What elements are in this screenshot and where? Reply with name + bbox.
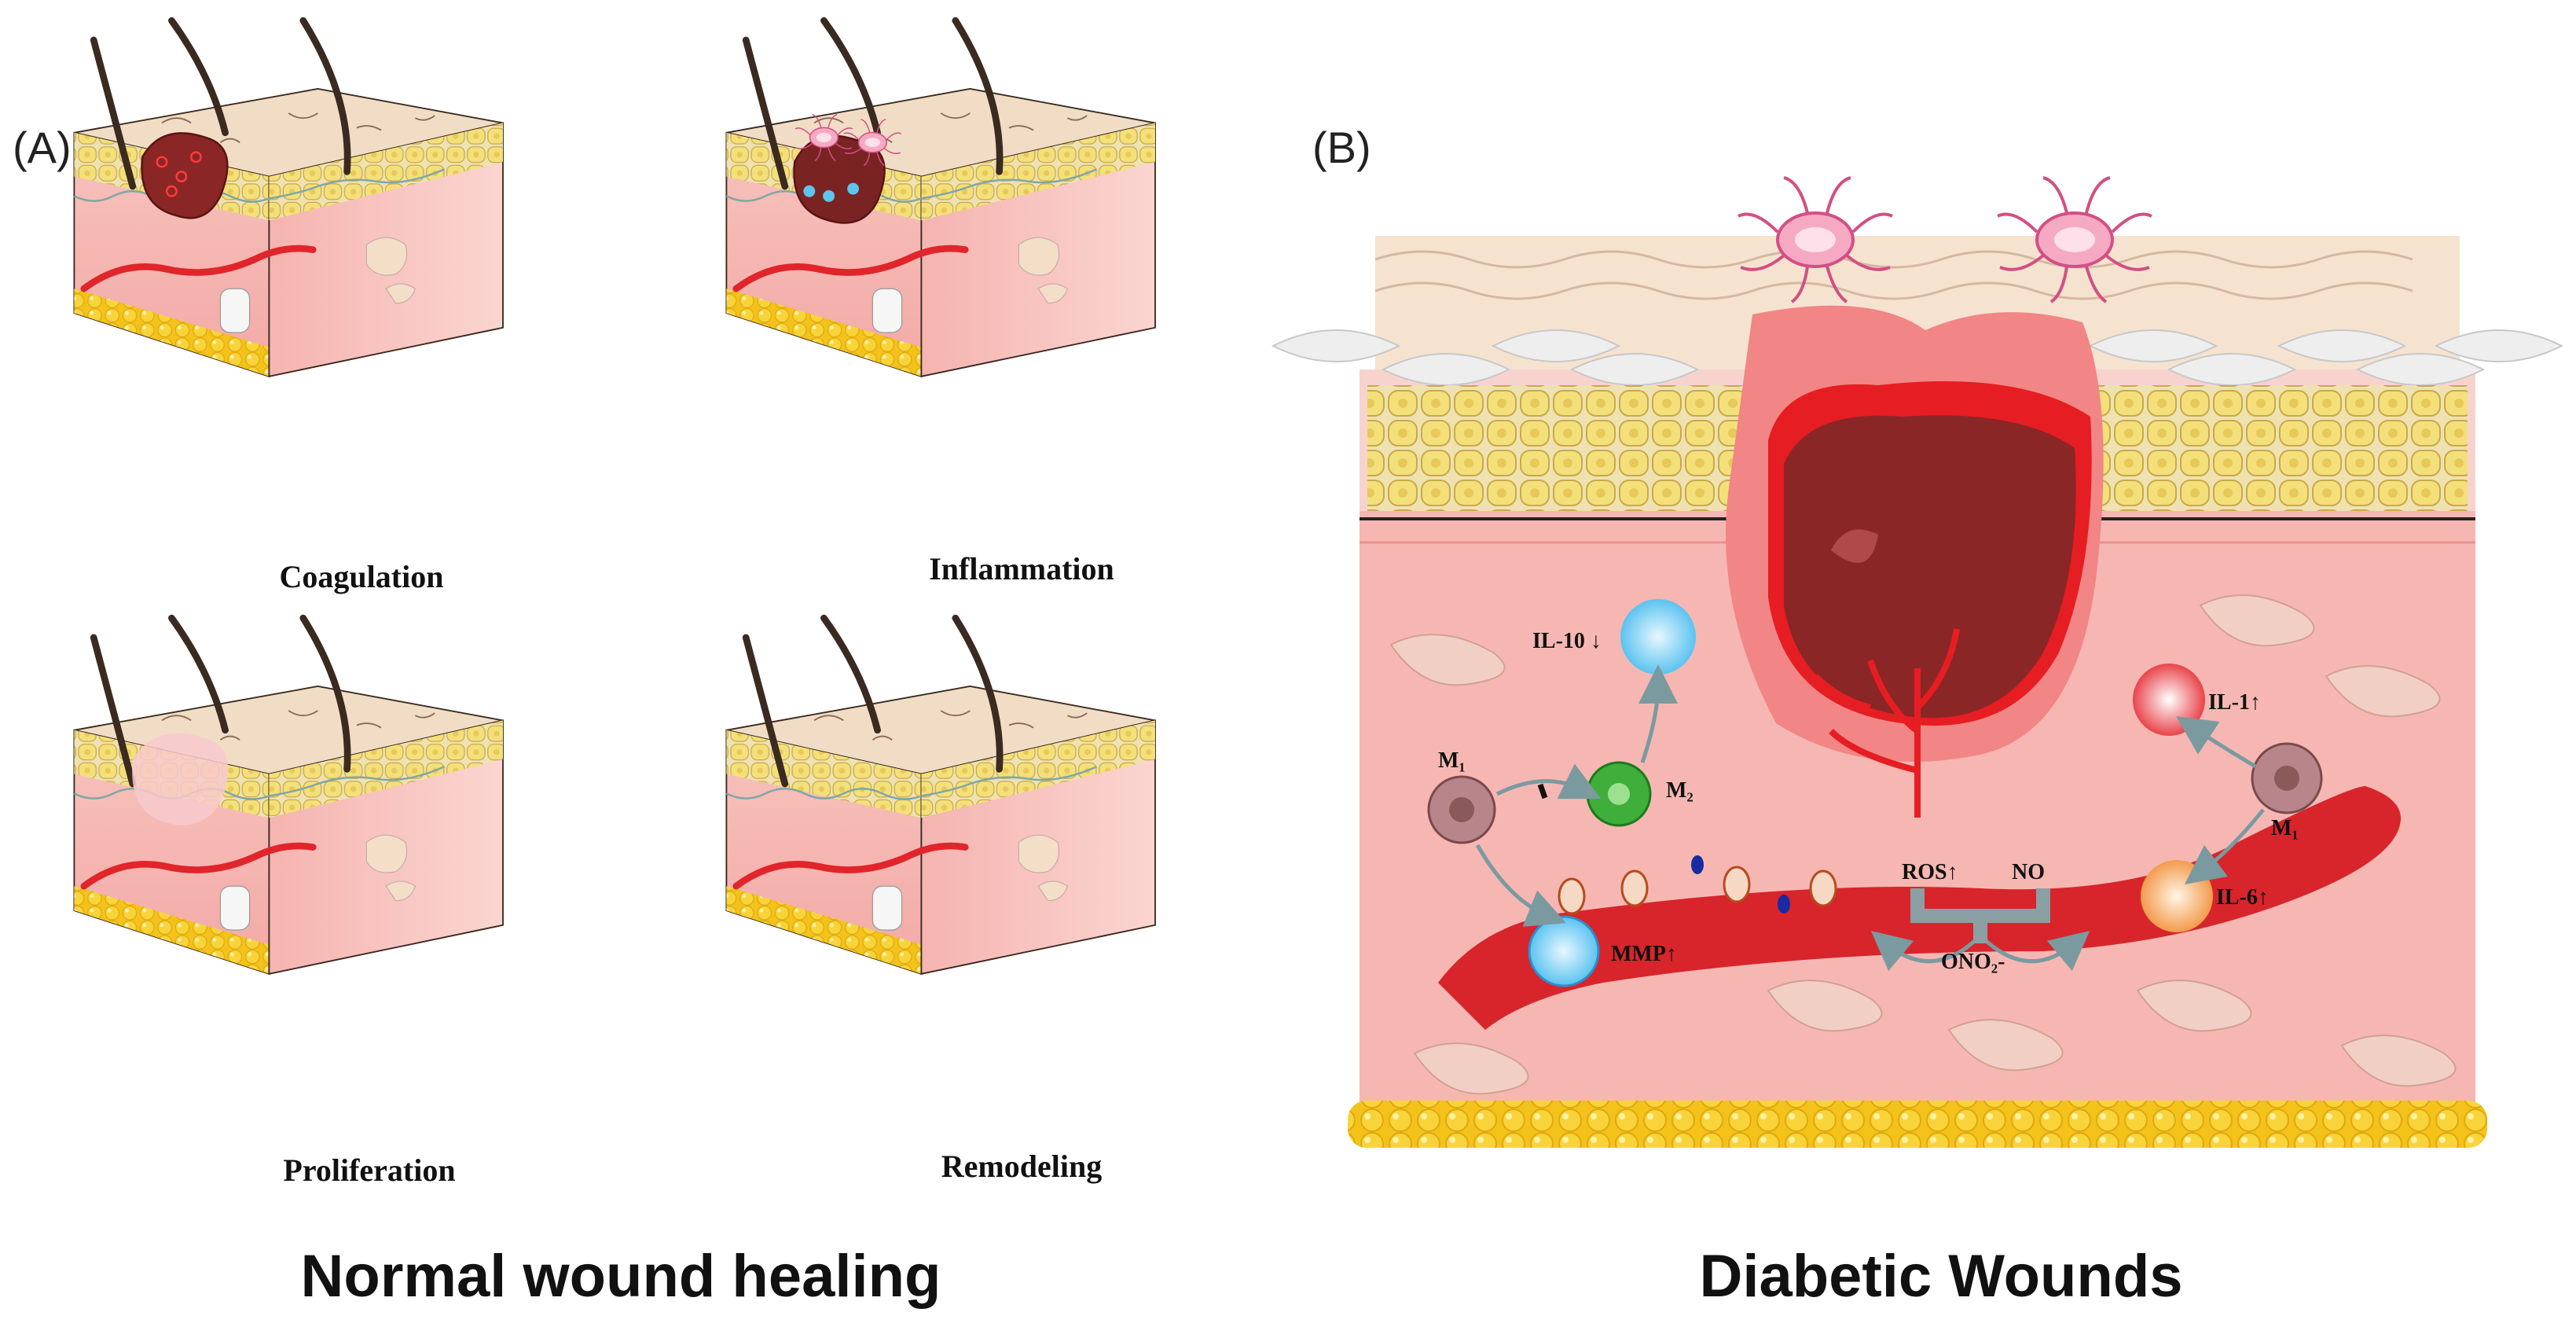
panel-a-label: (A) [13,123,72,172]
footer-diabetic-wounds: Diabetic Wounds [1699,1243,2183,1310]
panel-b-label: (B) [1312,123,1371,172]
footer-normal-wound-healing: Normal wound healing [300,1243,941,1310]
label-m1-right: M₁ [2271,816,2299,840]
label-il1: IL-1↑ [2208,690,2261,715]
cube-inflammation [726,20,1155,377]
cube-remodeling [726,618,1155,974]
label-il6: IL-6↑ [2216,885,2269,910]
label-m1-left: M₁ [1438,748,1466,773]
cube-coagulation [74,20,503,377]
cube-proliferation [74,618,503,974]
label-il10: IL-10 ↓ [1532,629,1602,653]
blood-clot [141,132,229,219]
stage-label-proliferation: Proliferation [283,1152,456,1188]
label-mmp: MMP↑ [1611,942,1677,966]
il10-cell [1620,599,1696,675]
mmp-cell [1528,915,1600,987]
stage-label-coagulation: Coagulation [279,559,444,594]
label-ros: ROS↑ [1902,860,1958,884]
label-m2: M₂ [1666,778,1693,803]
label-no: NO [2012,860,2045,884]
stage-label-remodeling: Remodeling [941,1149,1103,1184]
label-ono2: ONO₂- [1941,950,2005,974]
stage-label-inflammation: Inflammation [929,551,1114,586]
diabetic-wound-diagram [1271,176,2564,1148]
il1-cell [2133,664,2205,736]
granulation-tissue [132,733,229,825]
